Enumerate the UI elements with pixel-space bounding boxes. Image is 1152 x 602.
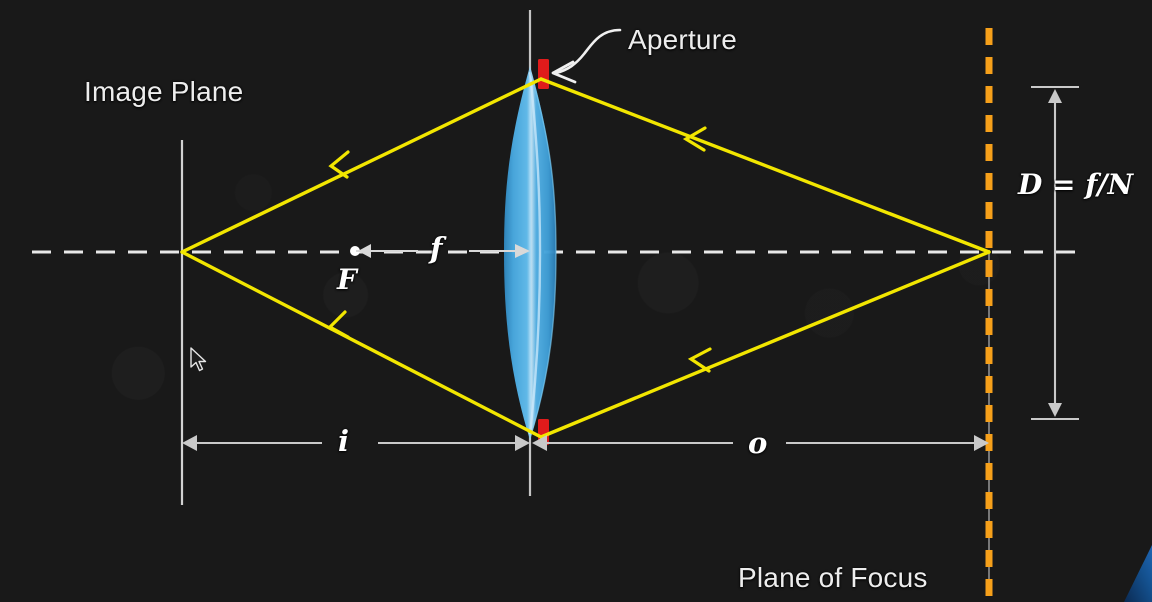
ray-arrowheads [327,126,712,373]
aperture-marker-top [538,59,549,89]
focal-point-marker [350,246,360,256]
lens [504,66,557,440]
ray-upper-object-side [539,77,991,254]
image-distance-label: i [338,424,350,458]
object-distance-dimension [532,435,989,451]
object-distance-label: o [748,426,768,460]
aperture-diameter-dimension [1031,85,1079,421]
ray-lower-image-side [180,250,543,439]
focal-length-label: f [430,231,443,265]
image-distance-dimension [182,435,530,451]
aperture-diameter-label: D = f/N [1018,168,1134,201]
ray-lower-object-side [539,250,991,439]
focal-length-dimension [356,244,530,258]
ray-upper-image-side [180,77,543,254]
aperture-callout-arrow [551,28,622,84]
light-rays [180,77,991,439]
plane-of-focus-label: Plane of Focus [738,562,928,593]
aperture-label: Aperture [628,24,737,55]
focal-point-label: F [337,263,357,296]
image-plane-label: Image Plane [84,76,244,107]
corner-accent [1124,545,1152,602]
